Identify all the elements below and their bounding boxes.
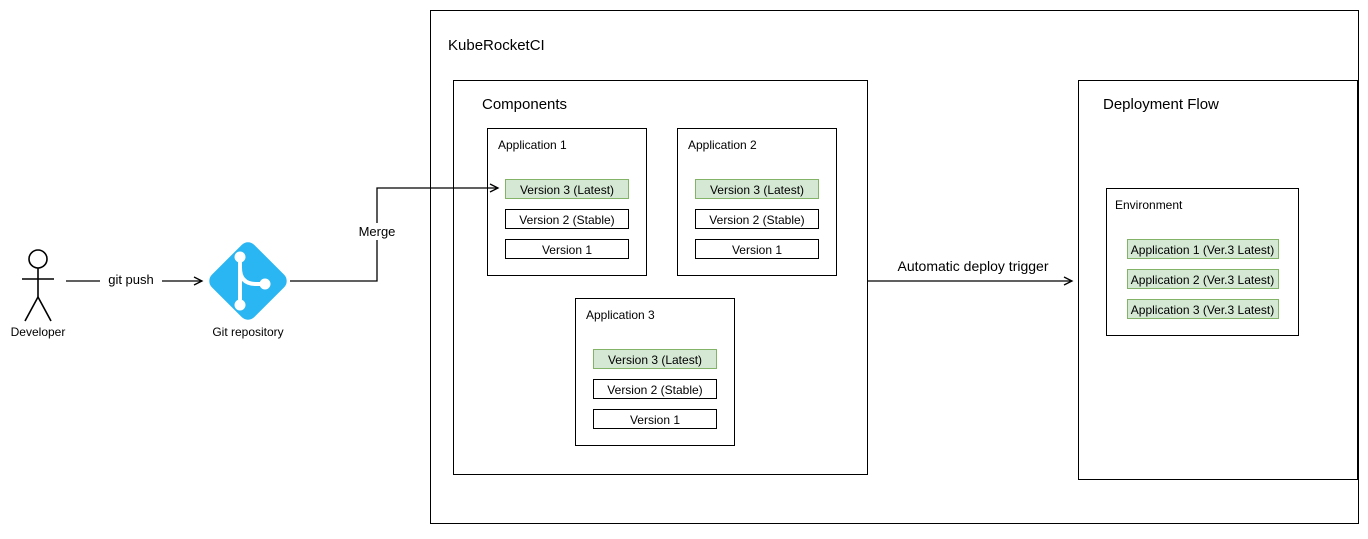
deploy-trigger-edge-label: Automatic deploy trigger bbox=[882, 257, 1064, 275]
application-2-version-1: Version 1 bbox=[695, 239, 819, 259]
developer-head bbox=[28, 249, 48, 269]
deployment-flow-box: Deployment Flow bbox=[1078, 80, 1358, 480]
application-2-title: Application 2 bbox=[688, 138, 757, 152]
application-3-version-1: Version 1 bbox=[593, 409, 717, 429]
git-repository-label: Git repository bbox=[212, 325, 284, 339]
developer-leg-left bbox=[24, 296, 39, 322]
kuberocketci-title: KubeRocketCI bbox=[448, 37, 545, 54]
environment-box: Environment Application 1 (Ver.3 Latest)… bbox=[1106, 188, 1299, 336]
application-1-version-3: Version 3 (Latest) bbox=[505, 179, 629, 199]
git-branch-nodes bbox=[234, 251, 271, 311]
developer-figure bbox=[22, 249, 54, 322]
components-title: Components bbox=[482, 96, 568, 113]
developer-leg-right bbox=[37, 296, 52, 322]
git-branch-glyph bbox=[238, 258, 262, 305]
environment-application-3: Application 3 (Ver.3 Latest) bbox=[1126, 299, 1279, 319]
application-2-version-2: Version 2 (Stable) bbox=[695, 209, 819, 229]
environment-application-2: Application 2 (Ver.3 Latest) bbox=[1126, 269, 1279, 289]
application-3-box: Application 3 Version 3 (Latest) Version… bbox=[575, 298, 735, 446]
git-push-edge-label: git push bbox=[100, 271, 162, 288]
environment-application-1: Application 1 (Ver.3 Latest) bbox=[1126, 239, 1279, 259]
git-repository-icon bbox=[209, 242, 287, 320]
application-3-version-2: Version 2 (Stable) bbox=[593, 379, 717, 399]
application-3-version-3: Version 3 (Latest) bbox=[593, 349, 717, 369]
application-3-title: Application 3 bbox=[586, 308, 655, 322]
merge-edge-label: Merge bbox=[350, 223, 404, 240]
environment-title: Environment bbox=[1115, 198, 1183, 212]
application-1-version-2: Version 2 (Stable) bbox=[505, 209, 629, 229]
application-1-title: Application 1 bbox=[498, 138, 567, 152]
developer-label: Developer bbox=[10, 325, 66, 339]
git-diamond bbox=[209, 242, 287, 320]
application-1-box: Application 1 Version 3 (Latest) Version… bbox=[487, 128, 647, 276]
deployment-flow-title: Deployment Flow bbox=[1103, 96, 1219, 113]
application-2-box: Application 2 Version 3 (Latest) Version… bbox=[677, 128, 837, 276]
application-2-version-3: Version 3 (Latest) bbox=[695, 179, 819, 199]
application-1-version-1: Version 1 bbox=[505, 239, 629, 259]
